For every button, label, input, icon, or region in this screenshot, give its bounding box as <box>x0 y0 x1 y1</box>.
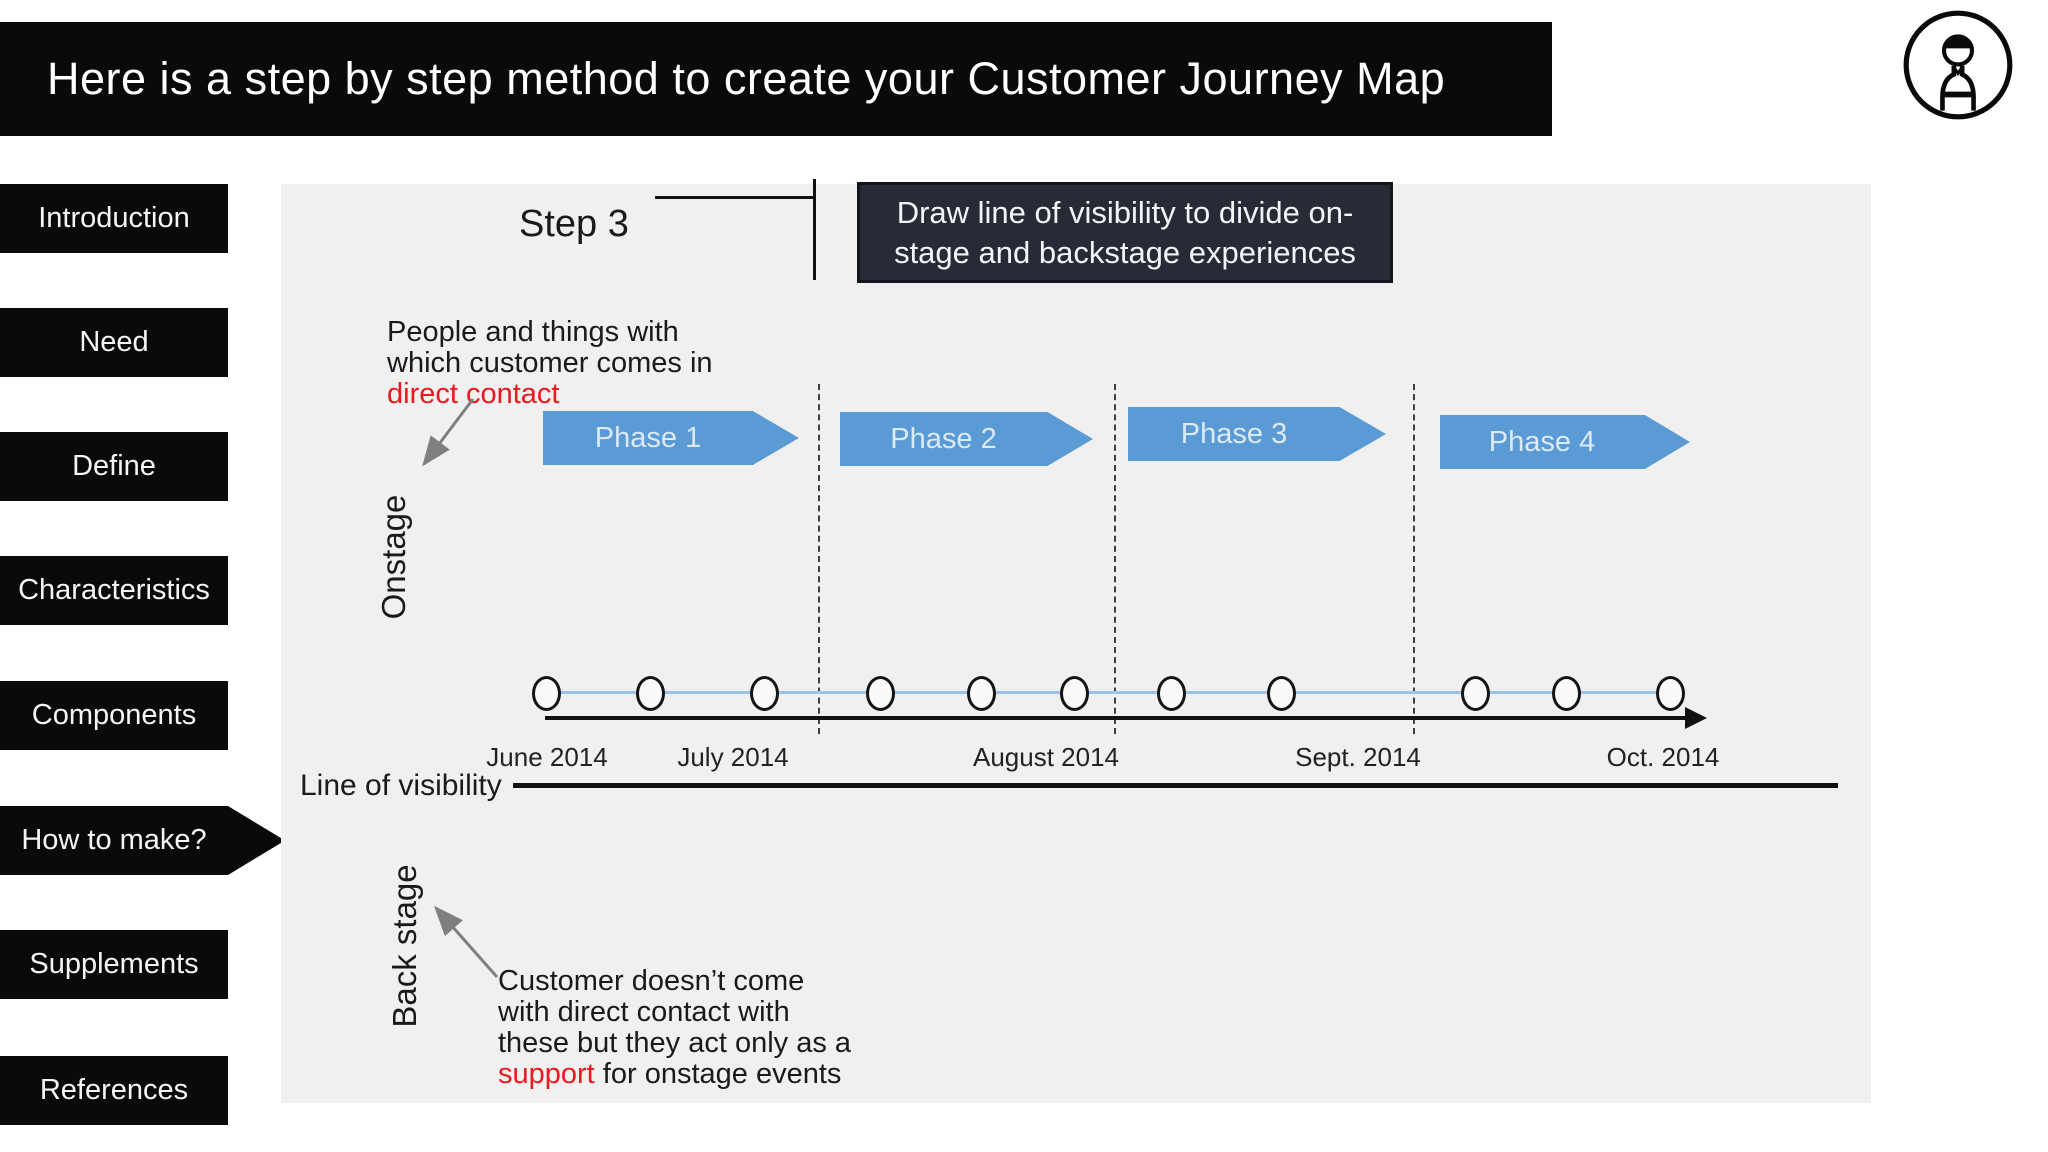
timeline-axis <box>545 716 1687 720</box>
nav-label: How to make? <box>21 824 207 856</box>
phase-divider-dashed <box>1114 384 1116 734</box>
bracket-line-horizontal <box>655 196 815 199</box>
line-of-visibility-label: Line of visibility <box>300 769 502 802</box>
slide-title-bar: Here is a step by step method to create … <box>0 22 1552 136</box>
timeline-marker <box>1157 676 1186 711</box>
timeline-connector-line <box>546 691 1672 694</box>
nav-label: Supplements <box>29 948 199 980</box>
callout-text: Draw line of visibility to divide on-sta… <box>894 194 1356 270</box>
timeline-month: August 2014 <box>972 742 1120 772</box>
content-panel <box>281 184 1871 1103</box>
bracket-line-vertical <box>813 179 816 280</box>
timeline-marker <box>967 676 996 711</box>
timeline-month: July 2014 <box>677 742 789 772</box>
phase-label: Phase 4 <box>1488 425 1596 458</box>
sidebar-item-supplements[interactable]: Supplements <box>0 930 228 999</box>
phase-label: Phase 3 <box>1180 417 1288 450</box>
backstage-label: Back stage <box>386 864 423 1028</box>
timeline-marker <box>1060 676 1089 711</box>
sidebar-item-references[interactable]: References <box>0 1056 228 1125</box>
sidebar-item-define[interactable]: Define <box>0 432 228 501</box>
timeline-arrowhead-icon <box>1685 707 1707 729</box>
callout-box: Draw line of visibility to divide on-sta… <box>857 182 1393 283</box>
timeline-month: Sept. 2014 <box>1295 742 1421 772</box>
phase-arrow-3: Phase 3 <box>1128 407 1386 461</box>
nav-label: Introduction <box>38 202 190 234</box>
timeline-marker <box>532 676 561 711</box>
line-of-visibility-line <box>513 783 1838 788</box>
timeline-marker <box>750 676 779 711</box>
timeline-month: June 2014 <box>486 742 608 772</box>
sidebar-item-characteristics[interactable]: Characteristics <box>0 556 228 625</box>
nav-label: Need <box>79 326 149 358</box>
phase-divider-dashed <box>818 384 820 734</box>
timeline-marker <box>1461 676 1490 711</box>
backstage-note-line: support for onstage events <box>498 1059 851 1090</box>
phase-label: Phase 2 <box>890 422 997 455</box>
timeline-marker <box>1552 676 1581 711</box>
onstage-note: People and things with which customer co… <box>387 317 713 410</box>
backstage-note-line: these but they act only as a <box>498 1027 852 1059</box>
backstage-note-rest: for onstage events <box>594 1058 842 1090</box>
nav-label: Define <box>72 450 156 482</box>
timeline-marker <box>1656 676 1685 711</box>
timeline-marker <box>1267 676 1296 711</box>
phase-label: Phase 1 <box>594 421 702 454</box>
timeline-month: Oct. 2014 <box>1606 742 1720 772</box>
nav-label: Components <box>31 699 197 731</box>
backstage-note: Customer doesn’t come with direct contac… <box>498 966 851 1090</box>
step-heading: Step 3 <box>519 203 629 245</box>
sidebar-item-components[interactable]: Components <box>0 681 228 750</box>
phase-arrow-4: Phase 4 <box>1440 415 1690 469</box>
backstage-note-line: with direct contact with <box>498 996 790 1028</box>
phase-divider-dashed <box>1413 384 1415 734</box>
phase-arrow-1: Phase 1 <box>543 411 799 465</box>
timeline-marker <box>636 676 665 711</box>
onstage-note-highlight: direct contact <box>387 378 560 410</box>
sidebar-item-need[interactable]: Need <box>0 308 228 377</box>
backstage-note-line: Customer doesn’t come <box>498 965 805 997</box>
backstage-note-highlight: support <box>498 1058 595 1090</box>
slide-title: Here is a step by step method to create … <box>47 53 1446 104</box>
onstage-note-line: People and things with <box>387 316 679 348</box>
person-avatar-icon <box>1903 10 2013 120</box>
phase-arrow-2: Phase 2 <box>840 412 1093 466</box>
sidebar-item-how-to-make[interactable]: How to make? <box>0 806 285 875</box>
nav-label: References <box>39 1074 189 1106</box>
timeline-marker <box>866 676 895 711</box>
onstage-label: Onstage <box>375 494 412 620</box>
onstage-note-line: which customer comes in <box>387 347 713 379</box>
sidebar-item-introduction[interactable]: Introduction <box>0 184 228 253</box>
nav-label: Characteristics <box>18 574 210 606</box>
